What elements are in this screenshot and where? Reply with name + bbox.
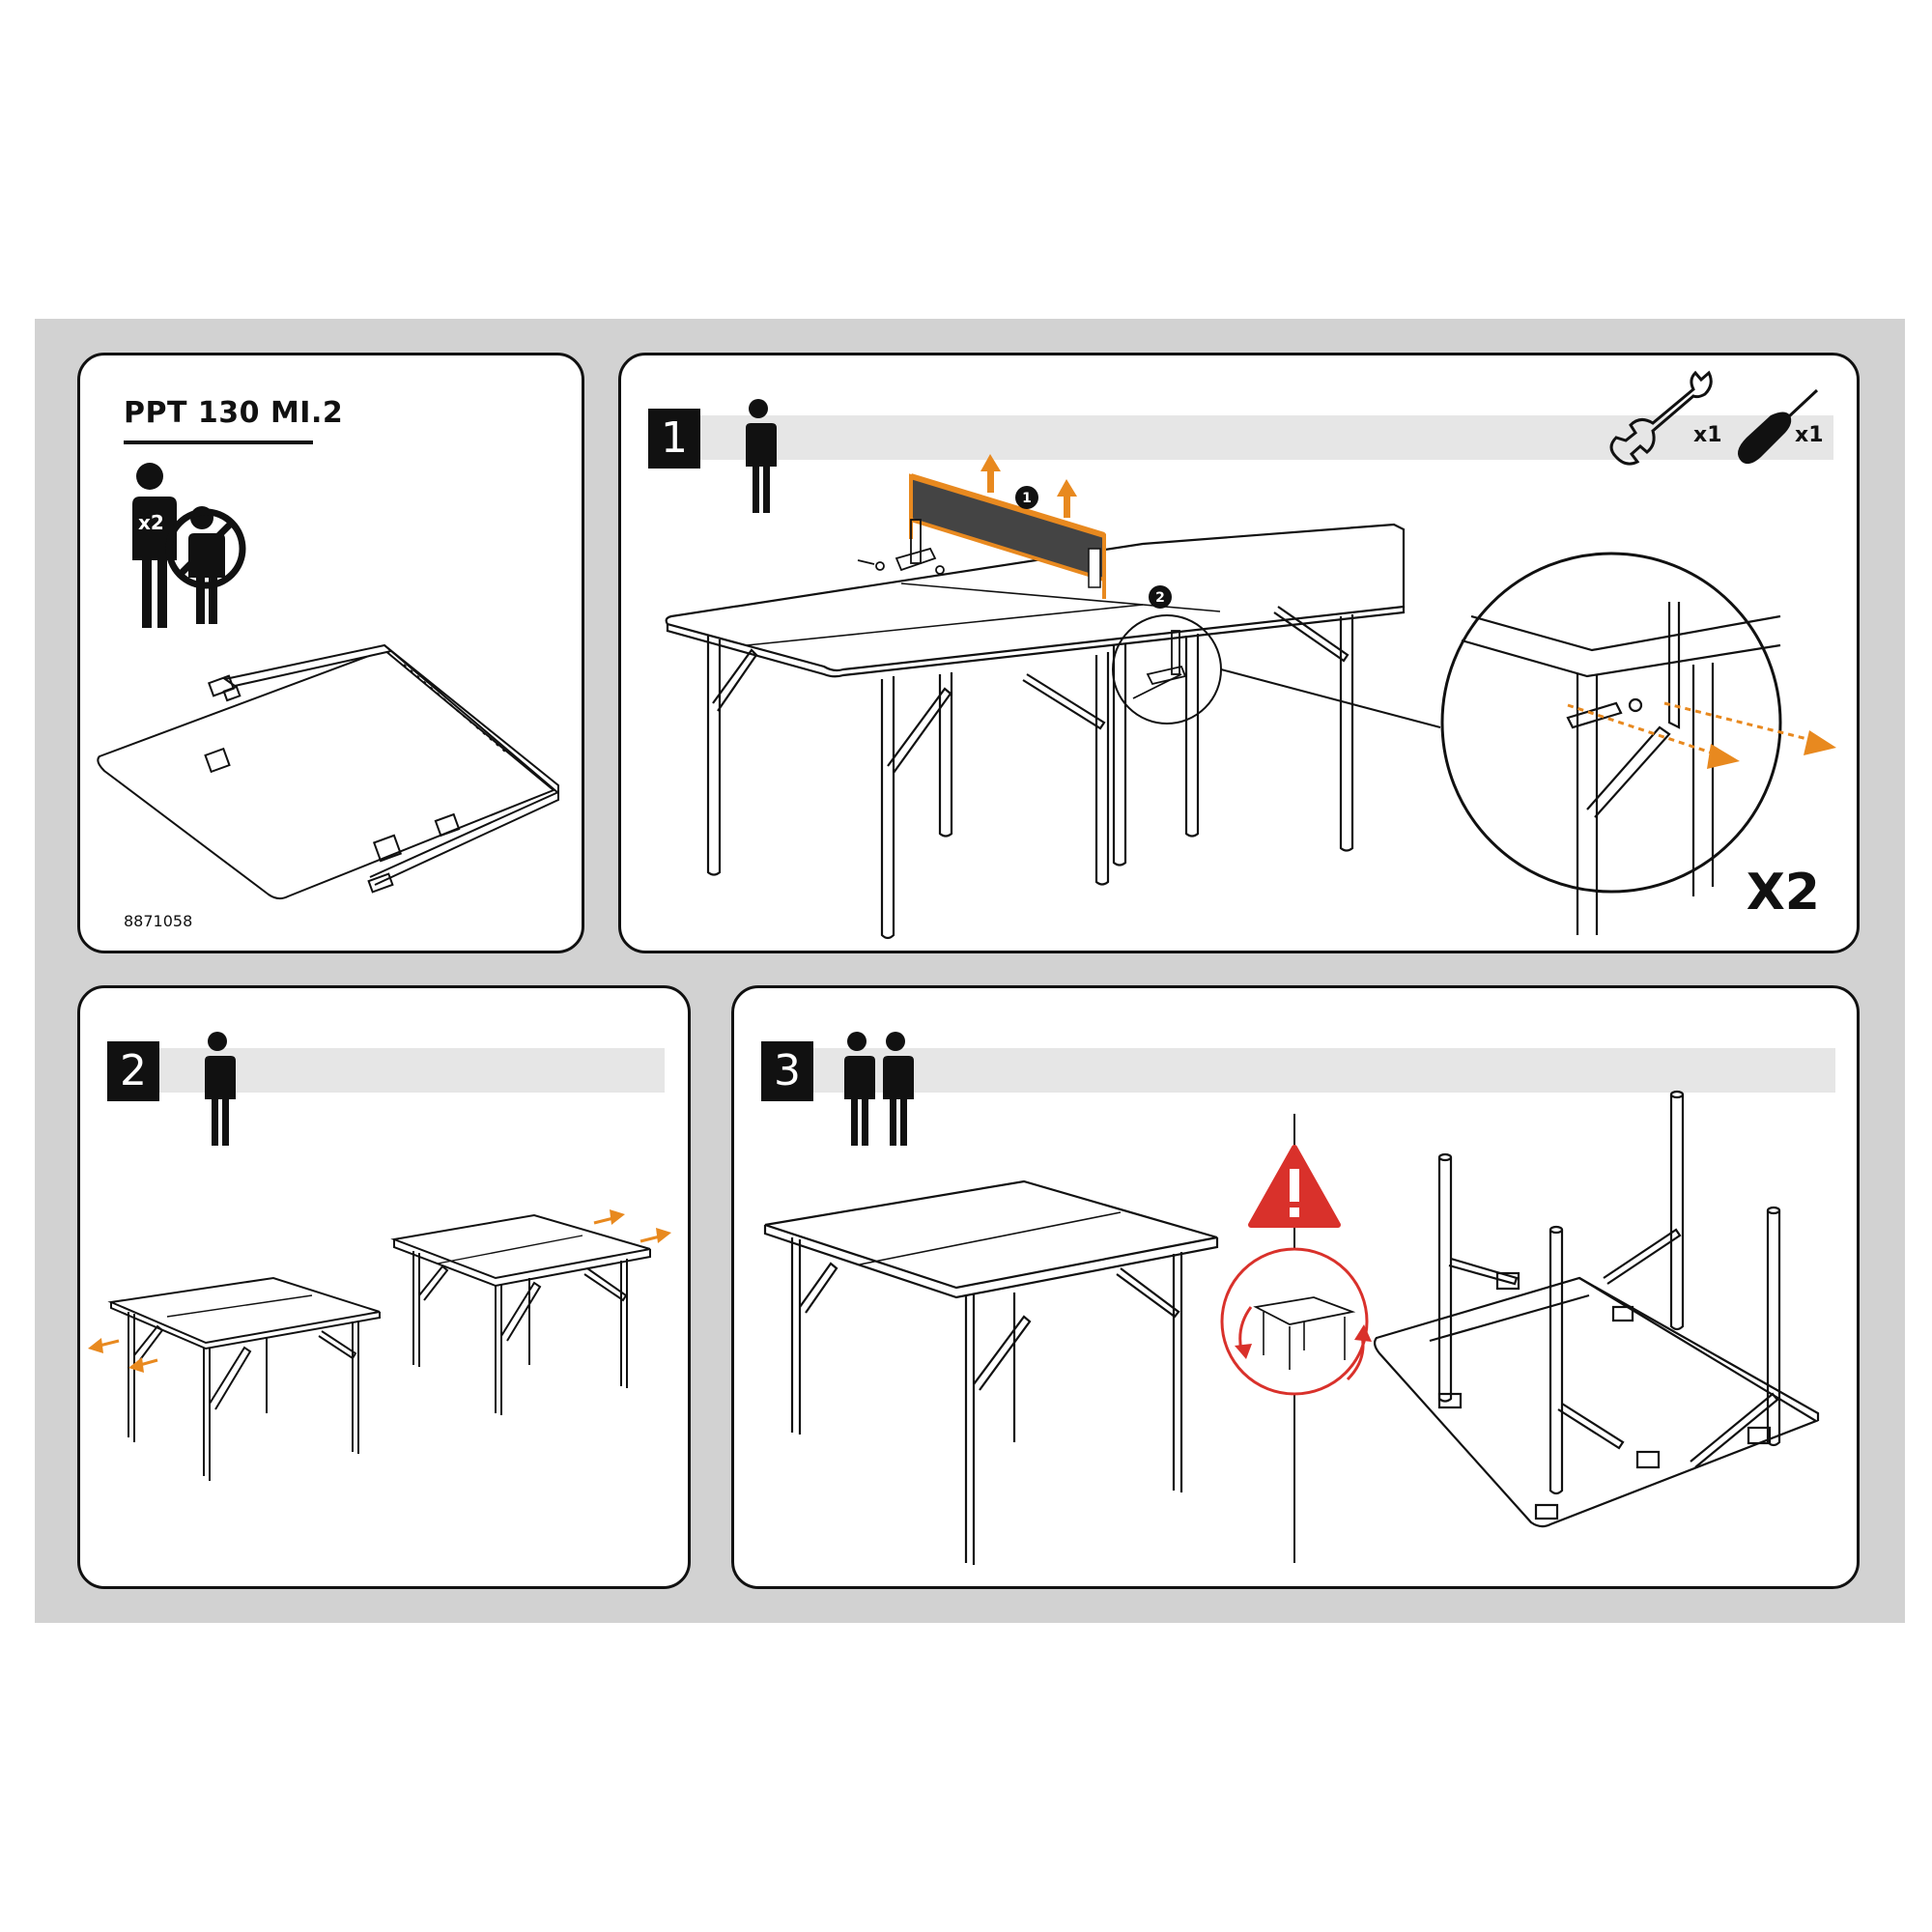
- people-count-label: x2: [138, 511, 164, 534]
- step-3-header-band: [763, 1048, 1835, 1093]
- net-post-clamp: [857, 519, 945, 575]
- repeat-count: X2: [1746, 864, 1820, 922]
- adult-person-icon: [130, 463, 177, 628]
- model-underline: [124, 440, 313, 444]
- ping-pong-table: [665, 523, 1406, 940]
- step-2-illustration: [88, 1032, 671, 1481]
- zoom-connector-line: [1220, 668, 1441, 728]
- warning-icon: [1248, 1145, 1341, 1228]
- product-code: 8871058: [124, 912, 193, 930]
- step-2-number: 2: [107, 1041, 159, 1101]
- one-person-icon: [204, 1032, 236, 1146]
- wrench-count: x1: [1693, 423, 1722, 447]
- screwdriver-icon: [1738, 388, 1819, 465]
- two-persons-icon: [843, 1032, 914, 1146]
- lift-arrow-icon: [980, 454, 1077, 518]
- one-person-icon: [745, 399, 777, 513]
- intro-panel: PPT 130 MI.2 x2 88: [77, 353, 584, 953]
- zoom-detail: [1440, 552, 1836, 935]
- slide-arrows-left: [88, 1338, 158, 1373]
- bolt-removal-arrows: [1567, 701, 1836, 769]
- slide-arrows-right: [593, 1209, 671, 1243]
- step-2-header-band: [109, 1048, 665, 1093]
- callout-2-label: 2: [1155, 590, 1165, 606]
- intro-illustration: x2: [97, 463, 559, 900]
- callout-1-label: 1: [1022, 491, 1032, 506]
- table-net: [909, 473, 1106, 599]
- table-half-underside: [97, 643, 559, 900]
- step-1-panel: 1: [618, 353, 1860, 953]
- step-3-illustration: [763, 1032, 1820, 1565]
- folded-table-upright: [763, 1179, 1219, 1565]
- step-2-panel: 2: [77, 985, 691, 1589]
- step-3-panel: 3: [731, 985, 1860, 1589]
- step-3-number: 3: [761, 1041, 813, 1101]
- callout-2: 2: [1149, 585, 1172, 609]
- model-name: PPT 130 MI.2: [124, 396, 344, 430]
- clamp-detail-small: [1132, 630, 1187, 699]
- folded-table-left: [107, 1276, 381, 1481]
- table-upside-down: [1373, 1090, 1820, 1528]
- step-1-header-band: [650, 415, 1833, 460]
- wrench-icon: [1609, 370, 1713, 466]
- step-1-number: 1: [648, 409, 700, 469]
- step-1-illustration: 1 2: [665, 370, 1836, 940]
- unfolding-table-right: [390, 1213, 651, 1415]
- callout-1: 1: [1015, 486, 1038, 509]
- screwdriver-count: x1: [1795, 423, 1824, 447]
- no-children-icon: [165, 506, 246, 624]
- flip-table-icon: [1220, 1247, 1372, 1396]
